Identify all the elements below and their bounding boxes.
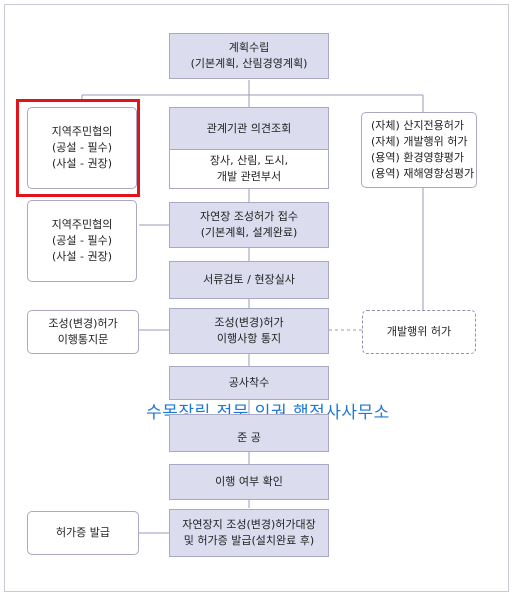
node-complete: 준 공: [169, 414, 329, 452]
node-plan: 계획수립 (기본계획, 산림경영계획): [169, 33, 329, 79]
node-receipt-line: 자연장 조성허가 접수: [199, 210, 299, 223]
node-receipt: 자연장 조성허가 접수 (기본계획, 설계완료): [169, 202, 329, 248]
node-notice-main: 조성(변경)허가 이행사항 통지: [169, 308, 329, 354]
node-self-check-line: (용역) 재해영향성평가: [371, 167, 475, 180]
node-resident-2: 지역주민협의 (공설 - 필수) (사설 - 권장): [27, 200, 137, 282]
node-cert-main-line: 자연장지 조성(변경)허가대장: [182, 518, 316, 531]
node-resident-1: 지역주민협의 (공설 - 필수) (사설 - 권장): [27, 107, 137, 189]
diagram-frame: [4, 4, 509, 592]
node-start-line: 공사착수: [228, 376, 270, 389]
node-resident-2-line: (공설 - 필수): [51, 234, 113, 247]
node-review: 서류검토 / 현장실사: [169, 261, 329, 299]
node-start: 공사착수: [169, 366, 329, 400]
node-consult-body: 장사, 산림, 도시, 개발 관련부서: [210, 150, 288, 188]
node-cert-main: 자연장지 조성(변경)허가대장 및 허가증 발급(설치완료 후): [169, 509, 329, 557]
node-notice-main-line: 이행사항 통지: [216, 332, 282, 345]
node-resident-2-line: (사설 - 권장): [51, 250, 113, 263]
node-consult-line: 개발 관련부서: [216, 170, 282, 183]
node-complete-line: 준 공: [237, 431, 261, 444]
node-plan-line: 계획수립: [228, 41, 270, 54]
node-cert-left-line: 허가증 발급: [55, 526, 111, 539]
node-consult-head: 관계기관 의견조회: [170, 108, 328, 150]
node-notice-main-line: 조성(변경)허가: [214, 316, 284, 329]
node-self-check-line: (자체) 산지전용허가: [371, 119, 465, 132]
node-resident-1-line: (사설 - 권장): [51, 157, 113, 170]
node-self-check: (자체) 산지전용허가 (자체) 개발행위 허가 (용역) 환경영향평가 (용역…: [361, 112, 477, 188]
node-notice-left: 조성(변경)허가 이행통지문: [27, 310, 139, 354]
node-consult: 관계기관 의견조회 장사, 산림, 도시, 개발 관련부서: [169, 107, 329, 189]
node-self-check-line: (용역) 환경영향평가: [371, 151, 465, 164]
node-notice-left-line: 조성(변경)허가: [48, 317, 118, 330]
node-resident-1-line: (공설 - 필수): [51, 141, 113, 154]
node-resident-2-line: 지역주민협의: [51, 218, 113, 231]
node-dev-permit-line: 개발행위 허가: [386, 325, 452, 338]
node-notice-left-line: 이행통지문: [57, 333, 109, 346]
node-review-line: 서류검토 / 현장실사: [203, 273, 295, 286]
node-consult-line: 장사, 산림, 도시,: [209, 154, 289, 167]
node-check-line: 이행 여부 확인: [215, 475, 283, 488]
node-dev-permit: 개발행위 허가: [362, 310, 476, 354]
node-cert-left: 허가증 발급: [27, 511, 139, 555]
node-plan-line: (기본계획, 산림경영계획): [190, 57, 308, 70]
node-consult-title: 관계기관 의견조회: [206, 121, 292, 135]
node-check: 이행 여부 확인: [169, 464, 329, 500]
highlight-frame: [16, 99, 140, 197]
node-self-check-line: (자체) 개발행위 허가: [371, 135, 468, 148]
node-resident-1-line: 지역주민협의: [51, 125, 113, 138]
node-receipt-line: (기본계획, 설계완료): [200, 226, 298, 239]
node-cert-main-line: 및 허가증 발급(설치완료 후): [183, 534, 315, 547]
